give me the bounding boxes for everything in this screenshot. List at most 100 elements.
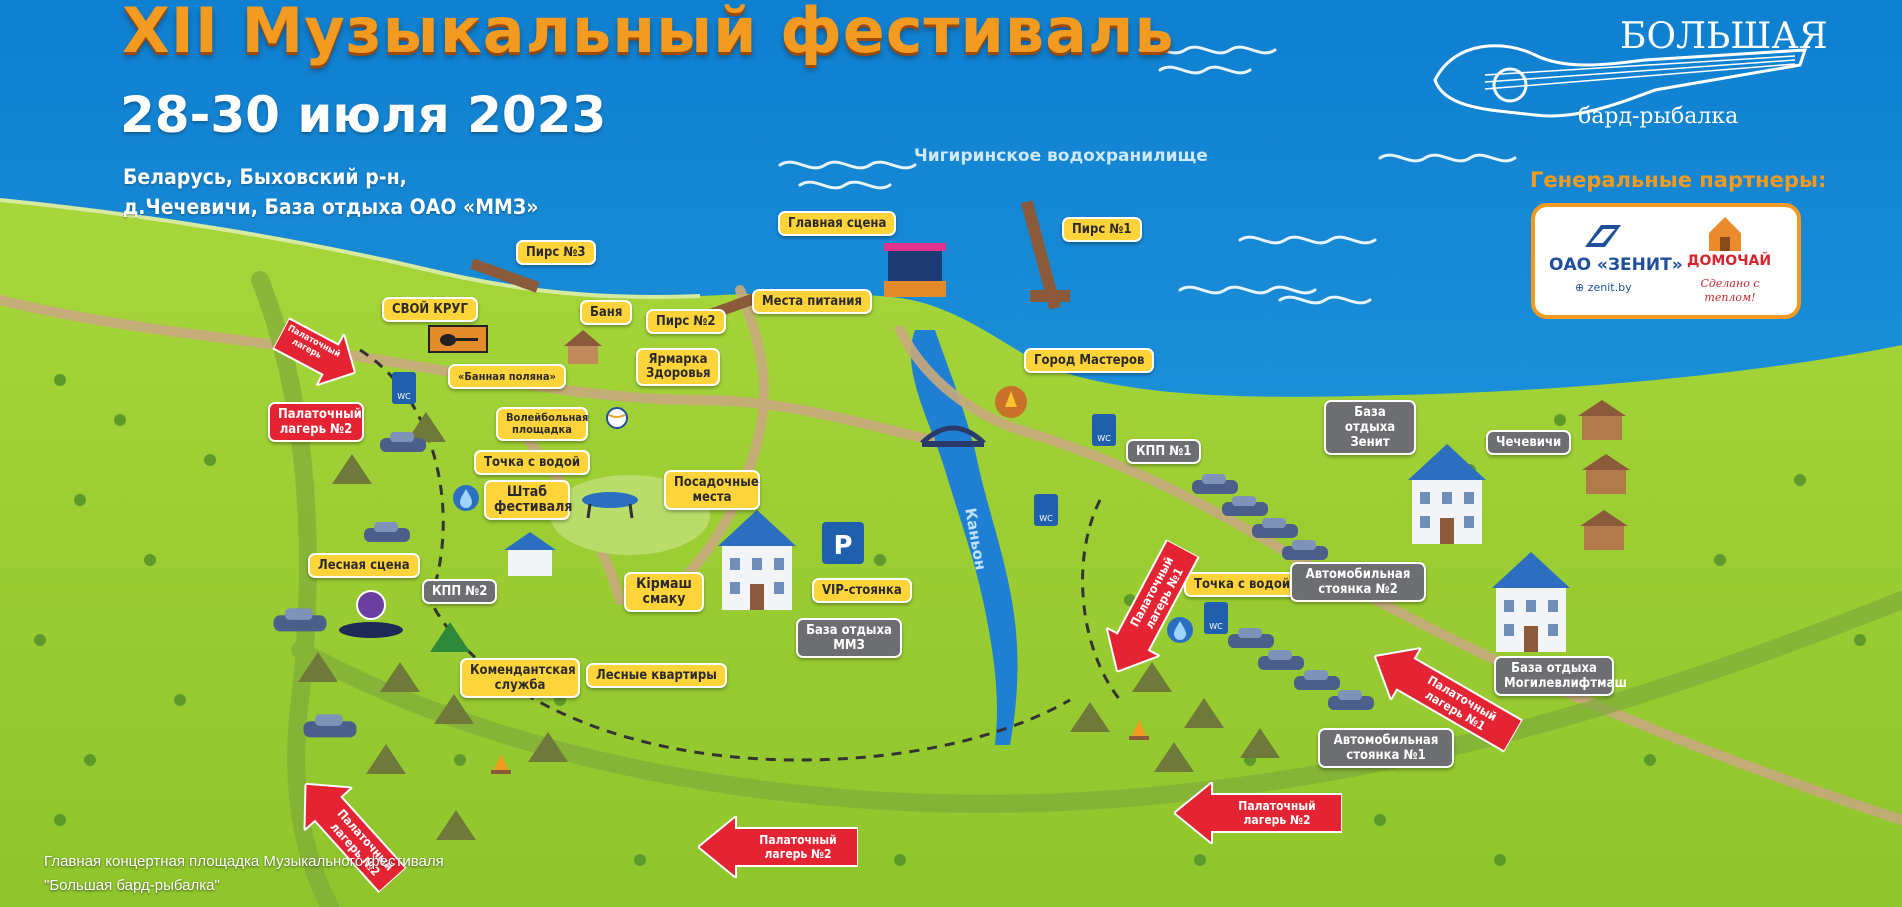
label-base-mmz-text: База отдыха ММЗ [806,623,892,653]
water-drop-icon [453,485,479,511]
tent-icon [1070,702,1110,732]
campfire-icon [491,754,511,774]
zenit-name: ОАО «ЗЕНИТ» [1549,255,1683,275]
label-kirmash-text: Кірмаш смаку [636,576,692,607]
label-svoy-krug: СВОЙ КРУГ [382,297,478,322]
water-drop-icon [1167,617,1193,643]
label-volleyball: Волейбольная площадка [496,407,588,441]
wc-icon: WC [392,372,416,404]
label-commandant-text: Комендантская служба [470,663,576,693]
location-line-2: д.Чечевичи, База отдыха ОАО «ММЗ» [123,195,539,219]
festival-title: XII Музыкальный фестиваль [122,0,1175,67]
svg-text:WC: WC [397,392,411,401]
tent-icon [406,412,446,442]
label-base-mogilev-text: База отдыха Могилевлифтмаш [1504,661,1627,691]
caption-line-1: Главная концертная площадка Музыкального… [44,853,444,870]
wc-icon: WC [1092,414,1116,446]
label-water-point-1: Точка с водой [474,450,591,475]
label-yarmarka-text: Ярмарка Здоровья [646,352,711,381]
campfire-icon [1129,720,1149,740]
tent-icon [1240,728,1280,758]
label-forest-stage: Лесная сцена [308,553,420,578]
label-camp-2-top-text: Палаточный лагерь №2 [278,407,362,437]
wc-icon: WC [1034,494,1058,526]
house-icon [1580,510,1628,550]
label-pier-1: Пирс №1 [1062,217,1142,242]
tent-icon [1184,698,1224,728]
campfire-icon [995,386,1027,418]
label-parking-2-text: Автомобильная стоянка №2 [1305,567,1411,597]
arrow-camp-2-bottom-mid-text: Палаточный лагерь №2 [759,833,837,861]
tent-icon [1154,742,1194,772]
tent-icon [528,732,568,762]
label-parking-1-text: Автомобильная стоянка №1 [1333,733,1439,763]
zenit-site: ⊕ zenit.by [1575,281,1632,294]
partners-title: Генеральные партнеры: [1530,168,1827,192]
car-icon [380,432,426,452]
vip-parking-icon: P [822,522,864,564]
svg-text:WC: WC [1209,622,1223,631]
label-banya: Баня [580,300,633,325]
label-parking-1: Автомобильная стоянка №1 [1318,728,1454,768]
arrow-camp-2-left: Палаточный лагерь [267,308,368,399]
label-kirmash: Кірмаш смаку [624,572,704,612]
location-line-1: Беларусь, Быховский р-н, [123,165,407,189]
image-caption: Главная концертная площадка Музыкального… [44,850,444,898]
label-pier-2: Пирс №2 [646,309,726,334]
tent-icon [332,454,372,484]
tent-icon [366,744,406,774]
label-base-zenit: База отдыха Зенит [1324,400,1416,455]
arrow-camp-1-road-shape [1105,538,1201,674]
arrow-camp-2-bottom-right-text: Палаточный лагерь №2 [1238,799,1316,827]
label-kpp-1: КПП №1 [1126,439,1202,464]
label-pier-3: Пирс №3 [516,240,596,265]
label-yarmarka: Ярмарка Здоровья [636,348,720,386]
guitar-icon [428,325,488,353]
volleyball-icon [606,407,628,429]
car-icon [364,522,410,542]
sauna-icon [564,330,602,364]
arrow-camp-2-bottom-right-shape [1174,782,1342,844]
label-volleyball-text: Волейбольная площадка [506,411,589,436]
label-seats-text: Посадочные места [674,475,759,505]
house-icon [1492,552,1570,652]
car-icon [1222,496,1268,516]
svg-text:WC: WC [1097,434,1111,443]
arrow-camp-2-bottom-left: Палаточный лагерь №2 [282,762,417,901]
reservoir-label: Чигиринское водохранилище [914,146,1208,166]
house-icon [1582,454,1630,494]
car-icon [273,608,327,632]
domochay-logo-icon [1709,217,1741,251]
label-kpp-2: КПП №2 [422,579,498,604]
label-base-mmz: База отдыха ММЗ [796,618,902,658]
label-water-point-2: Точка с водой [1184,572,1301,597]
guitar-logo-icon [1433,44,1808,118]
label-base-mogilev: База отдыха Могилевлифтмаш [1494,656,1627,696]
label-masters-city: Город Мастеров [1024,348,1155,373]
arrow-camp-2-bottom-right: Палаточный лагерь №2 [1174,782,1342,844]
partners-box: ОАО «ЗЕНИТ» ⊕ zenit.by ДОМОЧАЙ Сделано с… [1531,203,1801,319]
logo-line-2: бард-рыбалка [1578,104,1739,129]
arrow-camp-2-bottom-mid-shape [698,816,858,878]
tent-icon [380,662,420,692]
house-icon [718,510,796,610]
globe-icon: ⊕ [1575,281,1588,294]
caption-line-2: "Большая бард-рыбалка" [44,877,220,894]
car-icon [1282,540,1328,560]
label-food: Места питания [752,289,872,314]
label-camp-2-top: Палаточный лагерь №2 [268,402,364,442]
tent-icon [434,694,474,724]
arrow-camp-1-right-shape [1373,646,1524,753]
car-icon [1328,690,1374,710]
label-base-zenit-text: База отдыха Зенит [1344,405,1396,450]
arrow-camp-2-left-shape [271,316,357,387]
label-hq-text: Штаб фестиваля [494,484,573,515]
arrow-camp-1-road: Палаточный лагерь №1 [1091,534,1210,686]
domochay-slogan: Сделано с теплом! [1700,277,1760,304]
bridge-icon [920,425,986,447]
label-seats: Посадочные места [664,470,760,510]
zenit-logo-icon [1585,225,1621,247]
car-icon [1192,474,1238,494]
wc-icon: WC [1204,602,1228,634]
car-icon [1228,628,1274,648]
